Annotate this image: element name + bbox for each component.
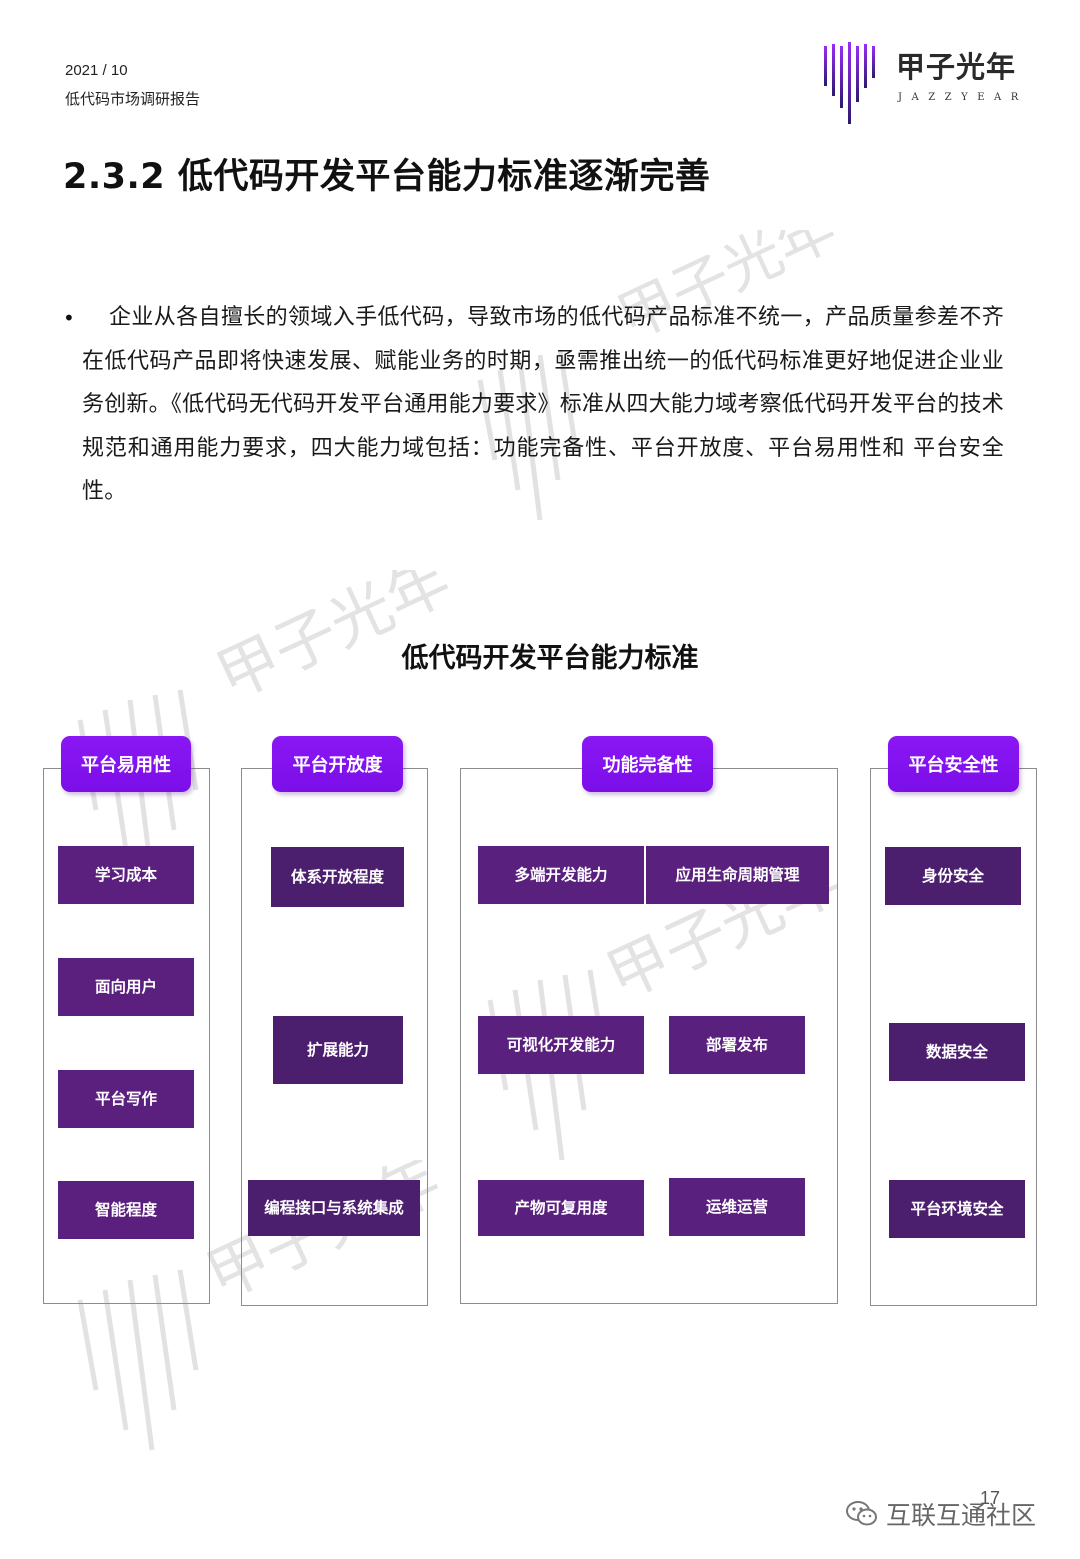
diagram-title: 低代码开发平台能力标准 <box>401 643 699 674</box>
box-system-openness: 体系开放程度 <box>271 847 404 907</box>
report-name: 低代码市场调研报告 <box>65 90 201 108</box>
pill-usability: 平台易用性 <box>61 736 191 792</box>
footer-brand-text: 互联互通社区 <box>886 1501 1037 1530</box>
box-extension: 扩展能力 <box>273 1016 403 1084</box>
report-date: 2021 / 10 <box>65 62 128 79</box>
box-app-lifecycle: 应用生命周期管理 <box>646 846 829 904</box>
brand-logo: 甲子光年 JAZZYEAR <box>822 42 1022 126</box>
box-ops: 运维运营 <box>669 1178 805 1236</box>
pill-security: 平台安全性 <box>888 736 1019 792</box>
box-artifact-reuse: 产物可复用度 <box>478 1180 644 1236</box>
logo-bars-icon <box>824 42 875 124</box>
box-intelligence: 智能程度 <box>58 1181 194 1239</box>
logo-english-name: JAZZYEAR <box>898 92 1028 103</box>
box-platform-collab: 平台写作 <box>58 1070 194 1128</box>
box-api-integration: 编程接口与系统集成 <box>248 1180 420 1236</box>
box-multi-platform-dev: 多端开发能力 <box>478 846 644 904</box>
box-data-security: 数据安全 <box>889 1023 1025 1081</box>
box-user-oriented: 面向用户 <box>58 958 194 1016</box>
logo-chinese-name: 甲子光年 <box>896 50 1017 84</box>
box-learning-cost: 学习成本 <box>58 846 194 904</box>
body-paragraph: 企业从各自擅长的领域入手低代码，导致市场的低代码产品标准不统一，产品质量参差不齐… <box>82 305 1004 504</box>
page-number: 17 <box>980 1488 1001 1508</box>
wechat-icon <box>846 1501 877 1526</box>
box-deploy-release: 部署发布 <box>669 1016 805 1074</box>
section-title: 2.3.2 低代码开发平台能力标准逐渐完善 <box>63 157 711 197</box>
box-environment-security: 平台环境安全 <box>889 1180 1025 1238</box>
footer-brand: 互联互通社区 <box>846 1496 1036 1532</box>
box-visual-dev: 可视化开发能力 <box>478 1016 644 1074</box>
box-identity-security: 身份安全 <box>885 847 1021 905</box>
bullet-dot: • <box>63 306 75 330</box>
pill-openness: 平台开放度 <box>272 736 403 792</box>
pill-completeness: 功能完备性 <box>582 736 713 792</box>
